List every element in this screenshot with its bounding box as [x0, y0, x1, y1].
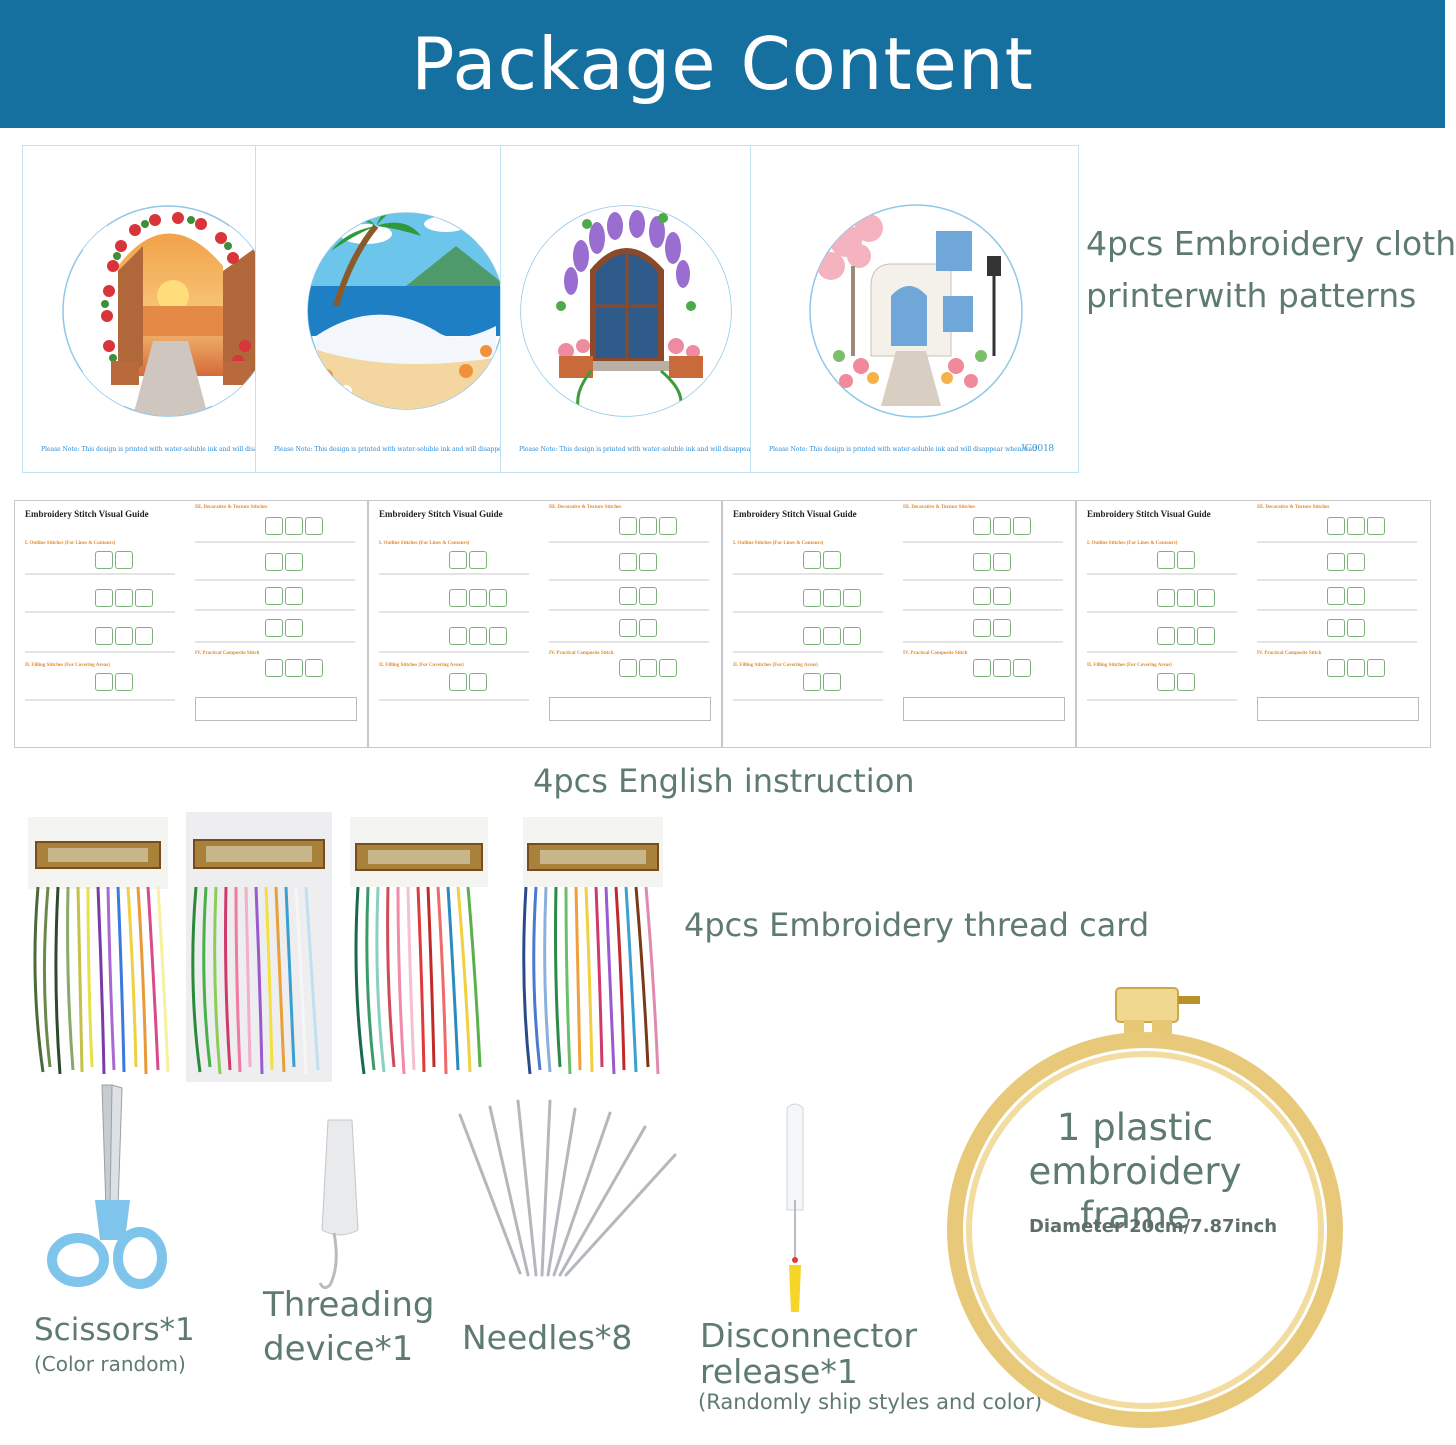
sunset-arch-pattern: [62, 205, 274, 417]
guide-section-composite: IV. Practical Composite Stitch: [549, 651, 614, 656]
thread-card-1: [28, 817, 170, 1075]
thread-card-2: [186, 812, 332, 1082]
guide-section-outline: I. Outline Stitches (For Lines & Contour…: [25, 541, 116, 546]
guide-section-fill: II. Filling Stitches (For Covering Areas…: [25, 663, 110, 668]
needles-icon: [458, 1099, 677, 1277]
cloth-note: Please Note: This design is printed with…: [769, 446, 1037, 453]
threader-label: Threading device*1: [263, 1283, 434, 1371]
instruction-sheet-2: Embroidery Stitch Visual Guide I. Outlin…: [368, 500, 722, 748]
cloth-note: Please Note: This design is printed with…: [274, 446, 542, 453]
guide-section-composite: IV. Practical Composite Stitch: [903, 651, 968, 656]
cloth-panel-beach: Please Note: This design is printed with…: [255, 145, 542, 473]
scissors-icon: [47, 1084, 167, 1289]
guide-section-composite: IV. Practical Composite Stitch: [195, 651, 260, 656]
guide-section-composite: IV. Practical Composite Stitch: [1257, 651, 1322, 656]
header-banner: [0, 0, 1445, 128]
thread-card-4: [522, 817, 663, 1075]
guide-section-outline: I. Outline Stitches (For Lines & Contour…: [733, 541, 824, 546]
ripper-note: (Randomly ship styles and color): [698, 1390, 1043, 1414]
guide-section-outline: I. Outline Stitches (For Lines & Contour…: [379, 541, 470, 546]
guide-section-decor: III. Decorative & Texture Stitches: [195, 505, 268, 510]
cloth-panel-cottage: Please Note: This design is printed with…: [750, 145, 1079, 473]
pattern-code: JC0018: [1020, 442, 1054, 454]
guide-section-outline: I. Outline Stitches (For Lines & Contour…: [1087, 541, 1178, 546]
scissors-label: Scissors*1: [34, 1312, 195, 1348]
scissors-note: (Color random): [34, 1352, 186, 1376]
ripper-label-line2: release*1: [700, 1352, 858, 1391]
embroidery-hoop-icon: [947, 987, 1343, 1428]
instruction-sheet-1: Embroidery Stitch Visual Guide I. Outlin…: [14, 500, 368, 748]
seam-ripper-icon: [786, 1103, 804, 1312]
guide-section-decor: III. Decorative & Texture Stitches: [903, 505, 976, 510]
beach-pattern: [307, 212, 505, 410]
thread-cards: [28, 812, 663, 1082]
instruction-label: 4pcs English instruction: [533, 762, 915, 800]
cloth-label-line1: 4pcs Embroidery cloth: [1086, 224, 1456, 263]
instruction-sheet-3: Embroidery Stitch Visual Guide I. Outlin…: [722, 500, 1076, 748]
page-title: Package Content: [411, 22, 1034, 106]
cloth-label: 4pcs Embroidery cloth printerwith patter…: [1086, 218, 1456, 322]
cottage-pattern: [809, 204, 1023, 418]
hoop-title-line1: 1 plastic: [1056, 1106, 1214, 1149]
needles-label: Needles*8: [462, 1318, 633, 1357]
cloth-note: Please Note: This design is printed with…: [41, 446, 309, 453]
hoop-title-line2: embroidery frame: [1028, 1150, 1242, 1237]
cloth-panel-sunset-arch: Please Note: This design is printed with…: [22, 145, 309, 473]
cloth-panel-wisteria-window: Please Note: This design is printed with…: [500, 145, 787, 473]
ripper-label-line1: Disconnector: [700, 1316, 918, 1355]
guide-section-fill: II. Filling Stitches (For Covering Areas…: [733, 663, 818, 668]
guide-title: Embroidery Stitch Visual Guide: [25, 509, 149, 519]
thread-card-3: [350, 817, 488, 1075]
thread-label: 4pcs Embroidery thread card: [684, 906, 1150, 944]
hoop-diameter: Diameter 20cm/7.87inch: [1028, 1216, 1278, 1237]
wisteria-window-pattern: [520, 205, 732, 417]
guide-section-decor: III. Decorative & Texture Stitches: [1257, 505, 1330, 510]
guide-section-decor: III. Decorative & Texture Stitches: [549, 505, 622, 510]
threader-label-line2: device*1: [263, 1329, 414, 1369]
hoop-title: 1 plastic embroidery frame: [970, 1106, 1300, 1238]
guide-title: Embroidery Stitch Visual Guide: [733, 509, 857, 519]
instruction-sheet-4: Embroidery Stitch Visual Guide I. Outlin…: [1076, 500, 1431, 748]
guide-section-fill: II. Filling Stitches (For Covering Areas…: [379, 663, 464, 668]
cloth-note: Please Note: This design is printed with…: [519, 446, 787, 453]
guide-section-fill: II. Filling Stitches (For Covering Areas…: [1087, 663, 1172, 668]
threader-icon: [318, 1119, 359, 1290]
ripper-label: Disconnector release*1: [700, 1318, 917, 1390]
cloth-label-line2: printerwith patterns: [1086, 276, 1417, 315]
guide-title: Embroidery Stitch Visual Guide: [1087, 509, 1211, 519]
threader-label-line1: Threading: [263, 1285, 435, 1325]
guide-title: Embroidery Stitch Visual Guide: [379, 509, 503, 519]
